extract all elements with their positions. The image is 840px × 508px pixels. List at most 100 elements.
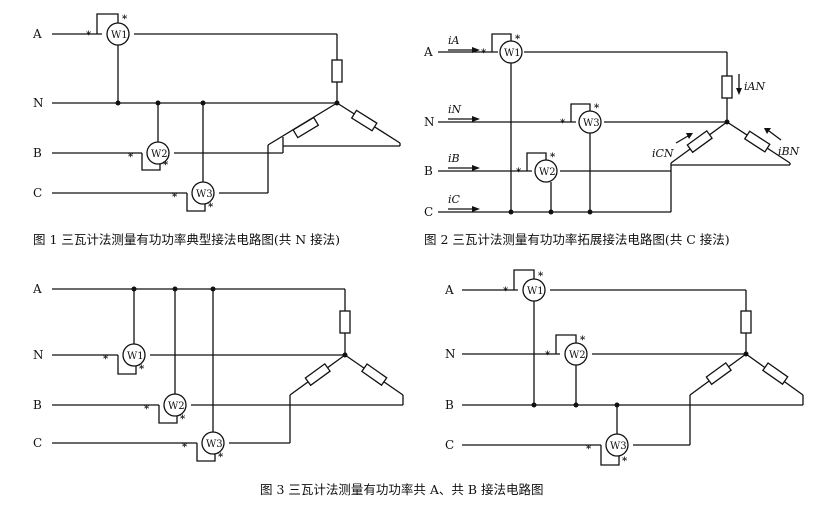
fig1-resistor-left	[292, 116, 320, 139]
fig1-resistor-left-wrap	[292, 116, 320, 139]
fig1-w2-star-a: *	[128, 152, 134, 163]
fig2-arrow-ia-head	[472, 47, 480, 53]
fig3b-label-n: N	[445, 347, 456, 361]
fig3b-w3-star-a: *	[586, 444, 592, 455]
fig2-w1-loop	[491, 33, 512, 52]
fig1-w1-voltage-loop	[96, 13, 119, 34]
fig2-arrow-ib-head	[472, 165, 480, 171]
fig3a-resistor-left-wrap	[304, 362, 331, 387]
fig2-arrow-ibn-head	[764, 128, 771, 134]
fig1-meter-w2-label: W2	[151, 149, 168, 160]
fig1-label-c: C	[33, 186, 42, 200]
fig1-node-w3	[200, 100, 206, 106]
fig1-w3-loop	[186, 193, 206, 212]
fig1-label-a: A	[32, 27, 42, 41]
fig3a-label-n: N	[33, 348, 44, 362]
fig3b-resistor-left-wrap	[705, 361, 732, 386]
fig2-w2-star-a: *	[550, 152, 556, 163]
fig2-label-a: A	[423, 45, 433, 59]
fig2-label-n: N	[424, 115, 435, 129]
fig1-node-w1	[115, 100, 121, 106]
fig3a-w1-star-a: *	[103, 354, 109, 365]
fig2-label-b: B	[424, 164, 433, 178]
fig2-meter-w1-label: W1	[504, 48, 521, 59]
fig2-w3-star-a: *	[594, 103, 600, 114]
fig2-current-ian: iAN	[744, 80, 765, 93]
fig2-arrow-ic-head	[472, 206, 480, 212]
fig1-meter-w3	[191, 181, 215, 205]
fig3b-label-c: C	[445, 438, 454, 452]
fig3a-resistor-a	[339, 310, 351, 334]
fig2-resistor-right	[743, 130, 771, 153]
fig3a-w3-star-b: *	[218, 452, 224, 463]
fig1-w1-star-b: *	[86, 30, 92, 41]
fig3a-w3-star-a: *	[182, 442, 188, 453]
fig3b-w1-star-a: *	[538, 271, 544, 282]
fig2-w3-loop	[570, 103, 591, 122]
fig1-w2-star-b: *	[163, 160, 169, 171]
fig3b-w2-star-a: *	[580, 335, 586, 346]
fig3b-w1-star-b: *	[503, 286, 509, 297]
fig1-resistor-a	[331, 59, 343, 83]
fig2-label-c: C	[424, 205, 433, 219]
fig3a-node-w1	[131, 286, 137, 292]
fig2-w2-loop	[526, 152, 547, 171]
fig3a-node-w2	[172, 286, 178, 292]
fig3b-w2-star-b: *	[545, 350, 551, 361]
fig2-node-w2	[548, 209, 554, 215]
fig2-current-ibn: iBN	[778, 145, 800, 158]
fig2-w1-star-a: *	[515, 34, 521, 45]
fig3b-resistor-right-wrap	[761, 362, 789, 386]
fig3b-resistor-a	[740, 310, 752, 334]
fig2-current-icn: iCN	[652, 147, 674, 160]
fig3a-meter-w3-label: W3	[206, 439, 223, 450]
fig2-arrow-ibn	[768, 130, 782, 141]
fig1-meter-w2	[146, 141, 170, 165]
fig3a-w1-star-b: *	[139, 364, 145, 375]
fig3a-w2-star-a: *	[144, 404, 150, 415]
fig2-arrow-icn-head	[686, 133, 693, 139]
figure-1: W1 * * W2 * * W3 * * A N B C 图 1 三瓦计法测量有…	[32, 13, 401, 247]
fig2-current-ic: iC	[448, 193, 461, 206]
fig3a-label-a: A	[32, 282, 42, 296]
fig2-resistor-right-wrap	[743, 130, 771, 153]
fig2-current-ia: iA	[448, 34, 460, 47]
fig3a-meter-w2-label: W2	[168, 401, 185, 412]
fig1-w3-star-b: *	[208, 202, 214, 213]
fig1-w2-loop	[141, 153, 161, 171]
fig2-arrow-ian-head	[736, 88, 742, 95]
fig2-arrow-in-head	[472, 116, 480, 122]
fig3b-meter-w3-label: W3	[610, 441, 627, 452]
figure-3-right: W1 * * W2 * * W3 * * A N B C	[444, 269, 804, 467]
fig3a-resistor-right-wrap	[360, 363, 388, 387]
fig3b-resistor-right	[761, 362, 789, 386]
fig3b-w2-loop	[555, 334, 577, 354]
fig2-current-ib: iB	[448, 152, 460, 165]
fig2-meter-w2-label: W2	[539, 167, 556, 178]
fig2-arrow-icn	[675, 135, 689, 144]
fig2-w2-star-b: *	[516, 167, 522, 178]
fig3b-label-a: A	[444, 283, 454, 297]
fig3b-node-w3	[614, 402, 620, 408]
fig3a-label-c: C	[33, 436, 42, 450]
fig3b-meter-w2-label: W2	[569, 350, 586, 361]
fig2-node-w3	[587, 209, 593, 215]
fig3b-meter-w1-label: W1	[527, 286, 544, 297]
fig1-meter-w3-label: W3	[196, 189, 213, 200]
fig3a-resistor-right	[360, 363, 388, 387]
fig3a-w2-loop	[158, 405, 178, 424]
fig3b-w3-star-b: *	[622, 456, 628, 467]
fig1-resistor-right	[350, 109, 378, 132]
figure-3-left: W1 * * W2 * * W3 * * A N B C	[32, 282, 404, 463]
fig1-w1-star-a: *	[122, 14, 128, 25]
fig1-resistor-right-wrap	[350, 109, 378, 132]
fig2-resistor-a	[721, 75, 733, 99]
fig3b-label-b: B	[445, 398, 454, 412]
fig2-w3-star-b: *	[560, 118, 566, 129]
fig3b-resistor-left	[705, 361, 732, 386]
fig1-caption: 图 1 三瓦计法测量有功功率典型接法电路图(共 N 接法)	[33, 232, 340, 247]
fig3a-resistor-left	[304, 362, 331, 387]
fig3-caption: 图 3 三瓦计法测量有功功率共 A、共 B 接法电路图	[260, 482, 544, 497]
fig3a-w3-loop	[196, 443, 216, 462]
